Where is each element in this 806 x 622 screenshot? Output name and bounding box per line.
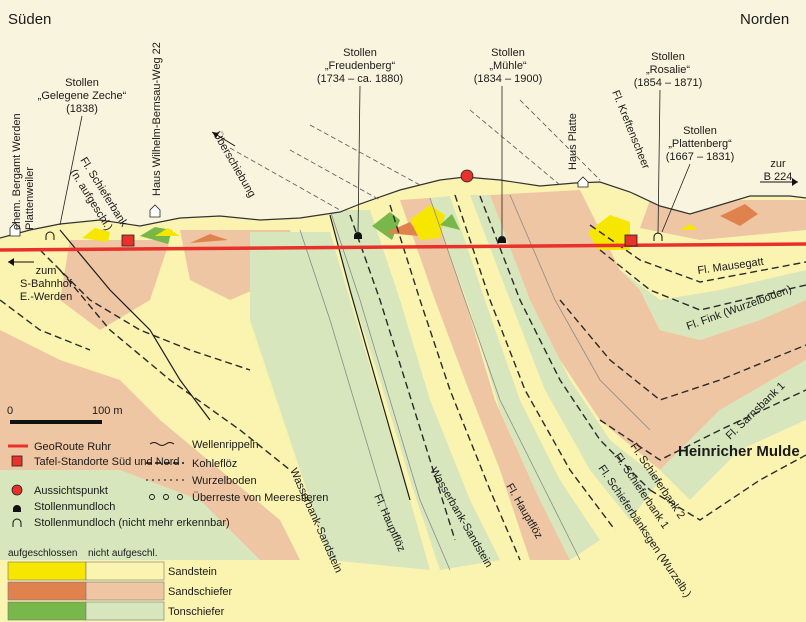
plattenberg-line3: (1667 – 1831) bbox=[666, 151, 735, 163]
bernsau-house-icon bbox=[149, 204, 161, 218]
legend-tonschiefer-hidden bbox=[85, 601, 165, 621]
muehle-line1: Stollen bbox=[491, 47, 525, 59]
legend-fossil-icon bbox=[149, 494, 183, 500]
legend-sandstone-label: Sandstein bbox=[168, 566, 217, 578]
legend-sandschiefer-hidden bbox=[85, 581, 165, 601]
label-haus-platte: Haus Platte bbox=[567, 113, 579, 170]
legend-tafel-label: Tafel-Standorte Süd und Nord bbox=[34, 456, 180, 468]
scale-zero: 0 bbox=[7, 405, 13, 417]
muehle-line3: (1834 – 1900) bbox=[474, 73, 543, 85]
platte-house-icon bbox=[577, 176, 589, 188]
rosalie-line2: „Rosalie“ bbox=[646, 64, 690, 76]
viewpoint-marker bbox=[460, 169, 474, 183]
legend-col-exposed: aufgeschlossen bbox=[8, 548, 78, 559]
legend-sandschiefer-label: Sandschiefer bbox=[168, 586, 233, 598]
legend-stollen-label: Stollenmundloch bbox=[34, 501, 115, 513]
stollen-rosalie-marker bbox=[653, 232, 663, 241]
freudenberg-line1: Stollen bbox=[343, 47, 377, 59]
sbahnhof-line1: zum bbox=[36, 265, 57, 277]
label-bergamt-2: Plattenweiler bbox=[24, 167, 36, 230]
stollen-gelegene-zeche-marker bbox=[45, 231, 55, 240]
legend-ripple-icon bbox=[149, 442, 175, 446]
scale-bar: 0 100 m bbox=[7, 405, 123, 424]
legend-viewpoint-icon bbox=[11, 484, 23, 496]
legend-sandstone-hidden bbox=[85, 561, 165, 581]
zur-b224-line1: zur bbox=[770, 158, 786, 170]
stollen-muehle-marker bbox=[498, 236, 506, 243]
stollen-freudenberg-marker bbox=[354, 232, 362, 239]
bergamt-house-icon bbox=[9, 222, 21, 237]
label-bergamt-1: ehem. Bergamt Werden bbox=[11, 113, 23, 230]
sbahnhof-line3: E.-Werden bbox=[20, 291, 72, 303]
muehle-line2: „Mühle“ bbox=[489, 60, 527, 72]
plattenberg-line1: Stollen bbox=[683, 125, 717, 137]
label-north: Norden bbox=[740, 11, 789, 28]
rosalie-line3: (1854 – 1871) bbox=[634, 77, 703, 89]
legend-stollen-old-icon bbox=[12, 518, 22, 527]
legend-tonschiefer-exposed bbox=[7, 601, 87, 621]
freudenberg-line3: (1734 – ca. 1880) bbox=[317, 73, 403, 85]
legend: GeoRoute Ruhr Tafel-Standorte Süd und No… bbox=[7, 439, 328, 621]
zur-b224-line2: B 224 bbox=[764, 171, 793, 183]
legend-sandstone-exposed bbox=[7, 561, 87, 581]
legend-col-hidden: nicht aufgeschl. bbox=[88, 548, 158, 559]
georoute-line bbox=[0, 242, 806, 252]
gelegene-zeche-line1: Stollen bbox=[65, 77, 99, 89]
legend-ripple-label: Wellenrippeln bbox=[192, 439, 258, 451]
label-south: Süden bbox=[8, 11, 51, 28]
legend-tonschiefer-label: Tonschiefer bbox=[168, 606, 225, 618]
legend-sandschiefer-exposed bbox=[7, 581, 87, 601]
plattenberg-line2: „Plattenberg“ bbox=[668, 138, 732, 150]
sbahnhof-line2: S-Bahnhof bbox=[20, 278, 73, 290]
legend-stollen-old-label: Stollenmundloch (nicht mehr erkennbar) bbox=[34, 517, 230, 529]
gelegene-zeche-line3: (1838) bbox=[66, 103, 98, 115]
legend-coal-label: Kohleflöz bbox=[192, 458, 237, 470]
scale-end: 100 m bbox=[92, 405, 123, 417]
gelegene-zeche-line2: „Gelegene Zeche“ bbox=[38, 90, 127, 102]
legend-tafel-icon bbox=[11, 455, 23, 467]
ground-surface bbox=[0, 176, 806, 239]
legend-route-label: GeoRoute Ruhr bbox=[34, 441, 111, 453]
label-haus-bernsau: Haus Wilhelm-Bernsau-Weg 22 bbox=[151, 42, 163, 196]
legend-fossil-label: Überreste von Meerestieren bbox=[192, 492, 328, 504]
tafel-south-marker bbox=[121, 234, 135, 247]
label-heinricher-mulde: Heinricher Mulde bbox=[678, 443, 800, 460]
legend-viewpoint-label: Aussichtspunkt bbox=[34, 485, 108, 497]
legend-stollen-icon bbox=[13, 505, 21, 512]
rosalie-line1: Stollen bbox=[651, 51, 685, 63]
tafel-north-marker bbox=[624, 234, 638, 247]
freudenberg-line2: „Freudenberg“ bbox=[325, 60, 396, 72]
legend-root-label: Wurzelboden bbox=[192, 475, 257, 487]
